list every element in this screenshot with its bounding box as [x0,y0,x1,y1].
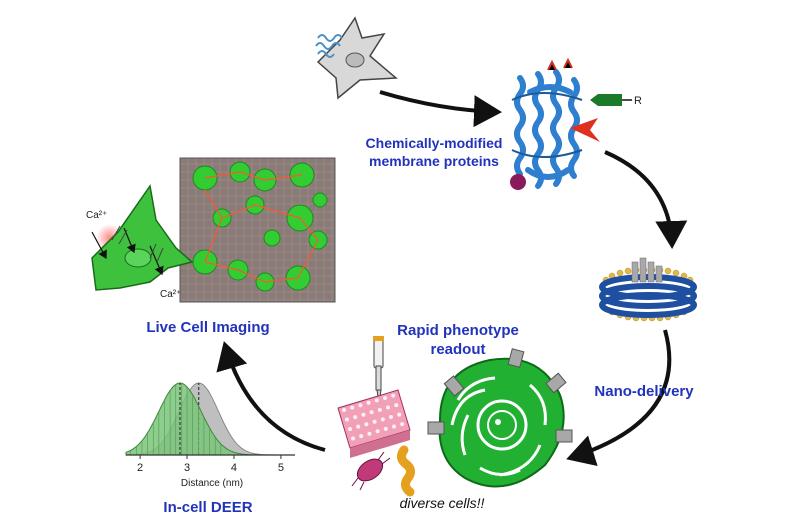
x-tick-label: 3 [184,462,190,474]
plate-well [358,403,363,408]
phenotype-cell-icon [427,348,573,488]
label-rapid-phenotype: Rapid phenotype [397,322,519,339]
plate-well [375,429,380,434]
plate-well [383,396,387,400]
label-ca-bottom: Ca²⁺ [160,289,181,300]
deer-distance-chart: 2 3 4 5 [125,382,295,474]
r-group-tag [590,94,632,106]
plate-well [391,393,396,398]
plate-well [351,436,355,441]
x-tick-label: 4 [231,462,237,474]
label-nano-delivery: Nano-delivery [594,383,694,400]
plate-well [377,407,382,412]
plate-well [386,405,390,410]
nanodisc-icon [599,257,697,322]
label-readout: readout [430,341,485,358]
plate-well [361,412,366,417]
plate-well [394,403,399,408]
chart-xlabel: Distance (nm) [181,478,243,489]
x-tick-label: 5 [278,462,284,474]
plate-well [397,412,402,417]
arrow-to-phenotype [566,329,672,466]
plate-well [353,415,358,420]
fluorescence-micrograph [179,157,336,303]
bacteria-icon [351,451,391,491]
cell-with-protein-icon [315,16,398,100]
membrane-protein-structure [510,57,632,190]
plate-well [359,434,364,439]
plate-well [366,400,371,405]
pipette-icon [373,336,384,405]
x-tick-label: 2 [137,462,143,474]
plate-well [342,408,346,412]
arrow-to-deer [216,341,326,452]
label-in-cell-deer: In-cell DEER [163,499,252,516]
plate-well [374,398,379,403]
yeast-icon [396,445,416,497]
plate-well [392,424,396,429]
label-diverse-cells: diverse cells!! [400,495,485,511]
plate-well [367,431,372,436]
plate-well [369,410,374,415]
label-r-group: R [634,95,642,107]
plate-well [350,405,355,410]
plate-well [348,427,352,431]
label-ca-top: Ca²⁺ [86,210,107,221]
label-live-cell-imaging: Live Cell Imaging [146,319,269,336]
arrow-to-protein [379,90,502,128]
label-membrane-proteins: membrane proteins [369,153,499,169]
plate-well [364,422,369,427]
calcium-cell-icon [91,184,194,291]
plate-well [383,426,388,431]
plate-well [380,417,385,422]
arrow-to-nanodisc [604,150,688,249]
plate-well [389,415,393,419]
label-chemically-modified: Chemically-modified [366,135,503,151]
plate-well [356,424,361,429]
plate-well [345,417,349,422]
plate-well [372,419,377,424]
plate-well [400,422,405,427]
well-plate-icon [337,389,411,458]
